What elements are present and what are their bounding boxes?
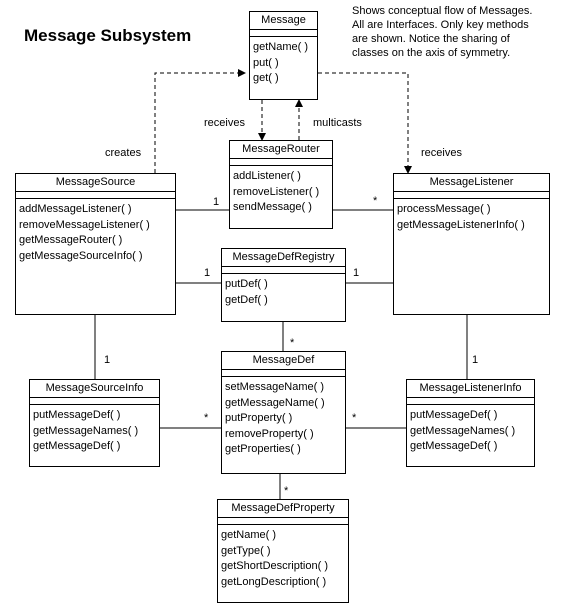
multiplicity-source-router: 1 <box>213 196 220 208</box>
multiplicity-listenerinfo-def: * <box>352 412 357 424</box>
class-name: MessageRouter <box>230 141 332 159</box>
method: addListener( ) <box>233 170 301 182</box>
method: getName( ) <box>221 529 277 541</box>
method: processMessage( ) <box>397 203 491 215</box>
class-message-def: MessageDef setMessageName( ) getMessageN… <box>221 351 346 474</box>
class-attributes <box>230 159 332 166</box>
class-name: MessageSource <box>16 174 175 192</box>
class-name: MessageDefProperty <box>218 500 348 518</box>
method: getMessageDef( ) <box>33 440 121 452</box>
class-name: MessageListenerInfo <box>407 380 534 398</box>
method: getMessageName( ) <box>225 396 325 409</box>
creates-dependency-line <box>154 69 246 173</box>
class-attributes <box>218 518 348 525</box>
method: removeMessageListener( ) <box>19 218 150 231</box>
class-message-listener: MessageListener processMessage( ) getMes… <box>393 173 550 315</box>
class-methods: setMessageName( ) getMessageName( ) putP… <box>222 377 345 458</box>
class-name: Message <box>250 12 317 30</box>
method: get( ) <box>253 72 279 84</box>
class-attributes <box>16 192 175 199</box>
class-message-def-property: MessageDefProperty getName( ) getType( )… <box>217 499 349 603</box>
method: getShortDescription( ) <box>221 560 328 572</box>
method: getMessageRouter( ) <box>19 234 123 246</box>
class-methods: putDef( ) getDef( ) <box>222 274 345 308</box>
class-message-def-registry: MessageDefRegistry putDef( ) getDef( ) <box>221 248 346 322</box>
multiplicity-registry-def: * <box>290 337 295 349</box>
multiplicity-listener-router: * <box>373 195 378 207</box>
class-message-router: MessageRouter addListener( ) removeListe… <box>229 140 333 229</box>
class-message-source-info: MessageSourceInfo putMessageDef( ) getMe… <box>29 379 160 467</box>
label-multicasts: multicasts <box>313 117 362 129</box>
label-receives-router: receives <box>204 117 245 129</box>
receives-listener-dependency-line <box>318 72 412 174</box>
class-message-listener-info: MessageListenerInfo putMessageDef( ) get… <box>406 379 535 467</box>
method: getLongDescription( ) <box>221 575 327 588</box>
class-name: MessageSourceInfo <box>30 380 159 398</box>
note-line: are shown. Notice the sharing of <box>352 33 510 45</box>
multiplicity-listener-listenerinfo: 1 <box>472 354 479 366</box>
class-message: Message getName( ) put( ) get( ) <box>249 11 318 100</box>
class-attributes <box>394 192 549 199</box>
method: getProperties( ) <box>225 443 301 455</box>
method: getDef( ) <box>225 293 268 306</box>
method: addMessageListener( ) <box>19 203 132 215</box>
class-methods: getName( ) put( ) get( ) <box>250 37 317 87</box>
class-methods: addMessageListener( ) removeMessageListe… <box>16 199 175 264</box>
class-attributes <box>222 267 345 274</box>
method: putDef( ) <box>225 278 268 290</box>
class-methods: putMessageDef( ) getMessageNames( ) getM… <box>407 405 534 455</box>
method: getName( ) <box>253 41 309 53</box>
method: getMessageDef( ) <box>410 440 498 452</box>
multiplicity-source-sourceinfo: 1 <box>104 354 111 366</box>
multiplicity-listener-registry: 1 <box>353 267 360 279</box>
class-attributes <box>407 398 534 405</box>
multiplicity-def-property: * <box>284 485 289 497</box>
diagram-title: Message Subsystem <box>24 26 192 45</box>
method: getMessageNames( ) <box>33 424 139 437</box>
method: sendMessage( ) <box>233 201 312 213</box>
method: getMessageNames( ) <box>410 424 516 437</box>
label-creates: creates <box>105 147 142 159</box>
note-line: Shows conceptual flow of Messages. <box>352 5 533 17</box>
class-methods: processMessage( ) getMessageListenerInfo… <box>394 199 549 233</box>
method: getMessageListenerInfo( ) <box>397 218 525 231</box>
class-message-source: MessageSource addMessageListener( ) remo… <box>15 173 176 315</box>
class-attributes <box>250 30 317 37</box>
class-methods: getName( ) getType( ) getShortDescriptio… <box>218 525 348 590</box>
class-name: MessageDef <box>222 352 345 370</box>
class-name: MessageDefRegistry <box>222 249 345 267</box>
class-methods: putMessageDef( ) getMessageNames( ) getM… <box>30 405 159 455</box>
class-attributes <box>30 398 159 405</box>
note-line: classes on the axis of symmetry. <box>352 47 511 59</box>
method: putMessageDef( ) <box>33 409 121 421</box>
class-attributes <box>222 370 345 377</box>
multiplicity-source-registry: 1 <box>204 267 211 279</box>
method: put( ) <box>253 56 279 69</box>
label-receives-listener: receives <box>421 147 462 159</box>
method: putProperty( ) <box>225 412 293 424</box>
class-name: MessageListener <box>394 174 549 192</box>
diagram-note: Shows conceptual flow of Messages. All a… <box>352 4 562 60</box>
method: setMessageName( ) <box>225 381 325 393</box>
method: removeProperty( ) <box>225 427 314 440</box>
note-line: All are Interfaces. Only key methods <box>352 19 529 31</box>
method: putMessageDef( ) <box>410 409 498 421</box>
class-methods: addListener( ) removeListener( ) sendMes… <box>230 166 332 216</box>
method: removeListener( ) <box>233 185 320 198</box>
method: getType( ) <box>221 544 271 557</box>
method: getMessageSourceInfo( ) <box>19 249 143 262</box>
multiplicity-sourceinfo-def: * <box>204 412 209 424</box>
